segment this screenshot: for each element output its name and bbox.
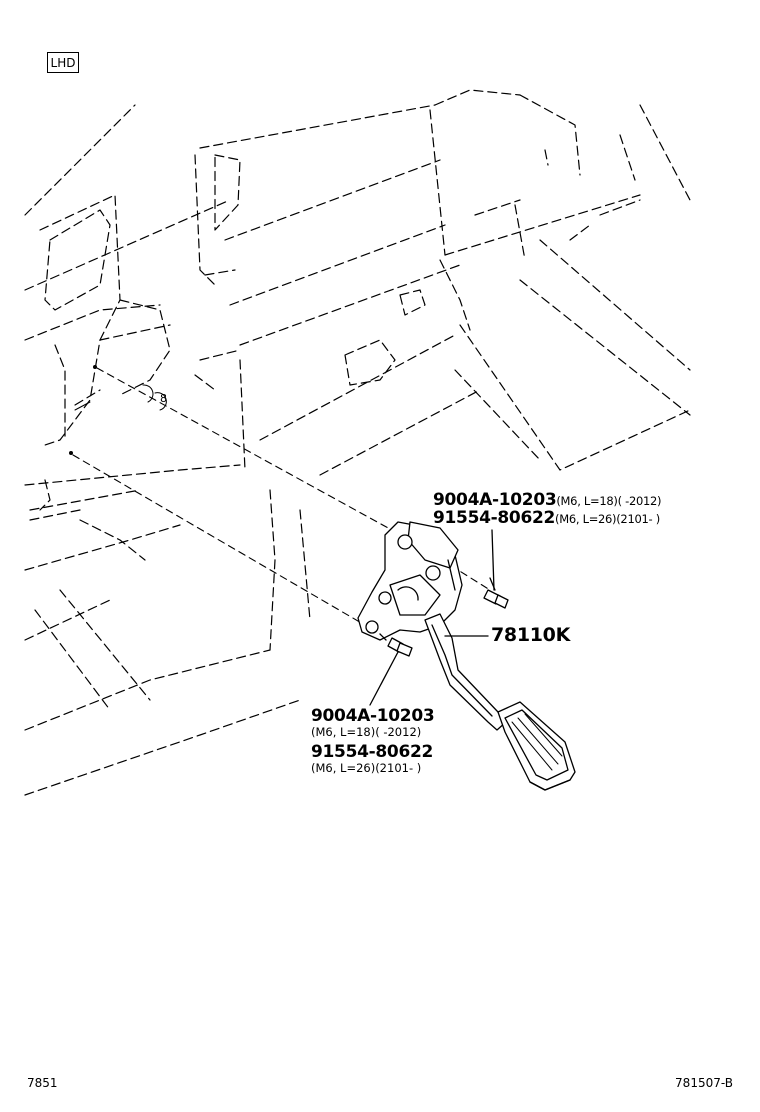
footer-left-code: 7851: [27, 1076, 58, 1090]
body-panel-outline: [24, 89, 691, 796]
footer-right-code: 781507-B: [675, 1076, 733, 1090]
callout-bolt-bottom-spec1: (M6, L=18)( -2012): [311, 725, 422, 739]
callout-bolt-top-part1: 9004A-10203(M6, L=18)( -2012): [433, 490, 662, 510]
callout-pedal-part: 78110K: [491, 624, 571, 646]
callout-bolt-bottom-part2: 91554-80622: [311, 742, 434, 762]
part-spec: (M6, L=18)( -2012): [556, 494, 662, 508]
part-number: 91554-80622: [433, 508, 556, 528]
bolt-upper: [483, 529, 509, 609]
part-number: 9004A-10203: [433, 490, 557, 510]
clip-mark: [69, 365, 167, 455]
bolt-lower: [369, 633, 413, 706]
callout-bolt-top-part2: 91554-80622(M6, L=26)(2101- ): [433, 510, 660, 527]
callout-bolt-bottom-part1: 9004A-10203: [311, 706, 435, 726]
clip-label: 8: [160, 392, 167, 405]
part-spec: (M6, L=26)(2101- ): [555, 512, 660, 526]
callout-bolt-bottom-spec2: (M6, L=26)(2101- ): [311, 761, 422, 775]
lhd-badge: LHD: [47, 52, 79, 73]
accelerator-pedal-assembly: [357, 521, 576, 791]
